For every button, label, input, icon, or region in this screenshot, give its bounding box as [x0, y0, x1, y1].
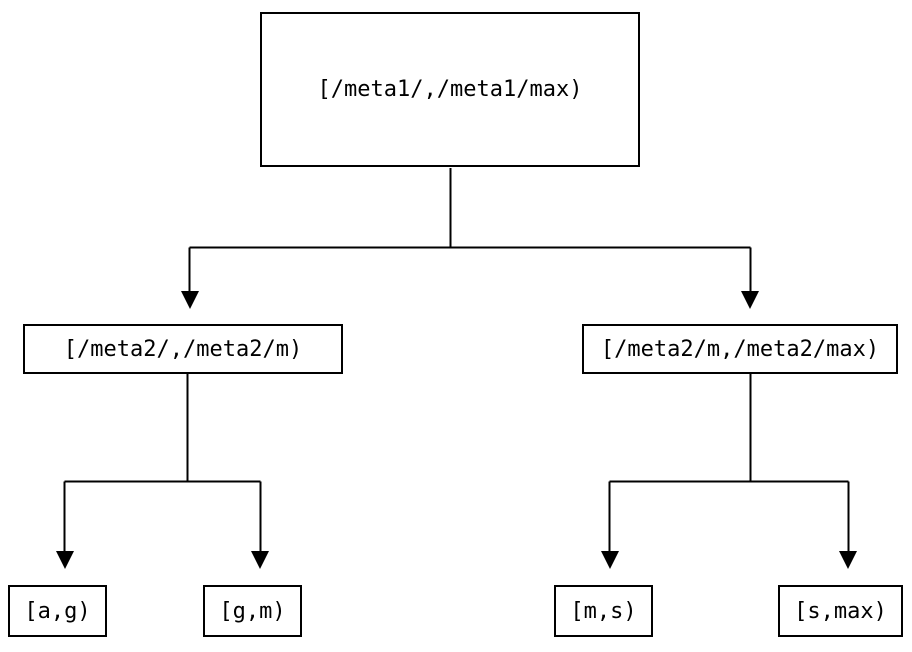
node-label: [m,s) — [570, 598, 637, 624]
node-left-interval: [/meta2/,/meta2/m) — [23, 324, 343, 374]
connector-right-to-leaves — [608, 374, 850, 551]
arrow-down-icon — [181, 291, 199, 309]
node-label: [g,m) — [219, 598, 286, 624]
node-label: [/meta2/,/meta2/m) — [63, 336, 303, 362]
connector-root-to-level2 — [188, 168, 752, 292]
arrow-down-icon — [251, 551, 269, 569]
node-leaf-gm: [g,m) — [203, 585, 302, 637]
arrow-down-icon — [56, 551, 74, 569]
node-label: [s,max) — [794, 598, 887, 624]
connector-left-to-leaves — [63, 374, 262, 551]
arrow-down-icon — [839, 551, 857, 569]
node-label: [/meta2/m,/meta2/max) — [600, 336, 880, 362]
node-leaf-smax: [s,max) — [778, 585, 903, 637]
node-leaf-ms: [m,s) — [554, 585, 653, 637]
node-label: [/meta1/,/meta1/max) — [317, 77, 583, 102]
node-root-interval: [/meta1/,/meta1/max) — [260, 12, 640, 167]
node-label: [a,g) — [24, 598, 91, 624]
node-right-interval: [/meta2/m,/meta2/max) — [582, 324, 898, 374]
arrow-down-icon — [741, 291, 759, 309]
arrow-down-icon — [601, 551, 619, 569]
node-leaf-ag: [a,g) — [8, 585, 107, 637]
